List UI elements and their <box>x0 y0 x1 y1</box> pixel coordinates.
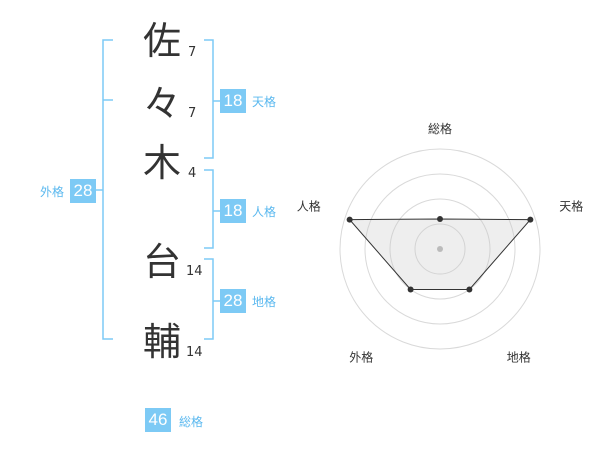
jinkaku-label: 人格 <box>252 205 277 219</box>
soukaku-badge: 46 <box>145 408 171 432</box>
bracket-jinkaku <box>204 169 214 249</box>
radar-center-dot <box>437 246 443 252</box>
name-char-5: 輔 <box>142 320 181 364</box>
radar-point-4 <box>407 286 414 293</box>
gaikaku-label: 外格 <box>40 185 65 199</box>
stroke-count-3: 4 <box>188 166 197 181</box>
stroke-count-5: 14 <box>186 345 203 360</box>
soukaku-label: 総格 <box>179 415 204 429</box>
tenkaku-label: 天格 <box>252 95 277 109</box>
radar-point-2 <box>527 216 534 223</box>
stroke-count-1: 7 <box>188 45 197 60</box>
gaikaku-badge: 28 <box>70 179 96 203</box>
radar-axis-label-3: 地格 <box>507 349 531 364</box>
radar-point-3 <box>466 286 473 293</box>
tenkaku-badge: 18 <box>220 89 246 113</box>
radar-axis-label-4: 外格 <box>349 349 373 364</box>
chikaku-badge: 28 <box>220 289 246 313</box>
stroke-count-4: 14 <box>186 264 203 279</box>
name-char-1: 佐 <box>142 19 181 63</box>
stroke-count-2: 7 <box>188 106 197 121</box>
jinkaku-badge: 18 <box>220 199 246 223</box>
radar-polygon <box>348 218 532 290</box>
chikaku-label: 地格 <box>252 295 277 309</box>
name-char-2: 々 <box>142 82 181 126</box>
radar-point-1 <box>437 216 443 222</box>
bracket-tenkaku <box>204 39 214 159</box>
name-char-4: 台 <box>142 240 181 284</box>
bracket-chikaku <box>204 258 214 340</box>
name-char-3: 木 <box>142 141 181 185</box>
radar-ring-3 <box>364 173 516 325</box>
radar-point-5 <box>346 216 353 223</box>
radar-ring-2 <box>389 198 491 300</box>
radar-axis-label-1: 総格 <box>428 121 452 136</box>
radar-ring-1 <box>414 223 466 275</box>
radar-ring-4 <box>339 148 541 350</box>
radar-axis-label-2: 天格 <box>559 198 583 213</box>
radar-axis-label-5: 人格 <box>297 198 321 213</box>
